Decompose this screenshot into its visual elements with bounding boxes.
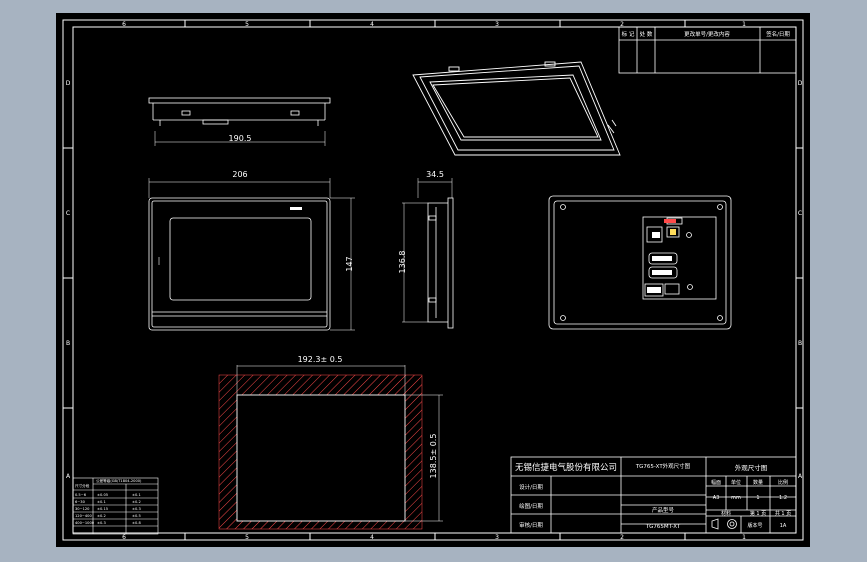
unit-value: mm	[731, 495, 741, 501]
bottom-col-4: 4	[370, 534, 374, 541]
left-row-B: B	[66, 340, 70, 347]
top-col-4: 4	[370, 21, 374, 28]
dim-front-height: 147	[345, 256, 354, 271]
top-col-5: 5	[245, 21, 249, 28]
dim-cut-height: 138.5± 0.5	[429, 434, 438, 479]
dim-cut-width: 192.3± 0.5	[298, 355, 343, 364]
front-logo	[290, 207, 302, 210]
grid-ticks	[63, 20, 803, 540]
tolerance-table	[72, 477, 159, 535]
title-block	[510, 456, 797, 534]
tol-row-3-a: ±0.15	[97, 507, 108, 511]
tol-row-4-b: ±0.5	[132, 514, 141, 518]
tol-row-1-a: ±0.05	[97, 493, 108, 497]
rev-col-sign: 签名/日期	[766, 30, 790, 38]
tol-row-2-range: 6~30	[75, 500, 86, 504]
revision-value: 1A	[780, 523, 787, 529]
top-col-3: 3	[495, 21, 499, 28]
tol-row-5-a: ±0.3	[97, 521, 106, 525]
product-model-label: 产品型号	[652, 506, 675, 514]
bottom-col-1: 1	[742, 534, 746, 541]
part-description: TG765-XT外观尺寸图	[635, 462, 691, 470]
unit-label: 单位	[731, 479, 741, 486]
tol-row-4-a: ±0.2	[97, 514, 106, 518]
tol-row-2-b: ±0.2	[132, 500, 141, 504]
dim-depth: 34.5	[426, 170, 444, 179]
left-row-C: C	[66, 210, 70, 217]
serial-port-2	[652, 270, 672, 275]
revision-label: 版本号	[747, 522, 762, 529]
design-label: 设计/日期	[519, 483, 543, 491]
serial-port-1	[652, 256, 672, 261]
terminal-block	[647, 287, 661, 293]
right-row-A: A	[798, 473, 803, 480]
material-label: 材料	[721, 510, 731, 517]
page-label: 第 1 页	[750, 510, 766, 517]
product-model: TG765MT-XT	[645, 524, 681, 530]
qty-value: 1	[756, 495, 759, 501]
bottom-col-2: 2	[620, 534, 624, 541]
bottom-col-3: 3	[495, 534, 499, 541]
tol-row-1-b: ±0.1	[132, 493, 141, 497]
size-value: A3	[713, 495, 720, 501]
back-view	[548, 195, 732, 330]
company-name: 无锡信捷电气股份有限公司	[515, 462, 617, 473]
revision-table	[618, 26, 797, 74]
outer-border	[62, 19, 804, 541]
top-col-6: 6	[122, 21, 126, 28]
side-view	[402, 178, 454, 329]
scale-value: 1:2	[779, 495, 787, 501]
ethernet-port	[652, 232, 660, 238]
bottom-col-6: 6	[122, 534, 126, 541]
rev-col-count: 处 数	[640, 30, 653, 38]
panel-cutout	[218, 365, 443, 530]
right-row-B: B	[798, 340, 802, 347]
tol-header-range: 尺寸分段	[75, 483, 90, 488]
total-label: 共 1 页	[775, 510, 791, 517]
right-row-C: C	[798, 210, 802, 217]
rev-col-mark: 标 记	[622, 30, 635, 38]
power-indicator	[664, 219, 676, 223]
tol-row-1-range: 0.5~6	[75, 493, 87, 497]
dim-side-height: 136.8	[398, 251, 407, 274]
tol-row-3-range: 30~120	[75, 507, 90, 511]
left-row-D: D	[66, 80, 71, 87]
tol-row-5-range: 400~1000	[75, 521, 95, 525]
left-row-A: A	[66, 473, 71, 480]
dim-front-width: 206	[232, 170, 247, 179]
tol-header-grade: 公差等级(GB/T1804-2000)	[96, 478, 142, 483]
tol-row-2-a: ±0.1	[97, 500, 106, 504]
tol-row-4-range: 120~400	[75, 514, 92, 518]
isometric-view	[412, 61, 621, 156]
draw-label: 绘图/日期	[519, 502, 543, 510]
size-label: 幅面	[711, 479, 721, 486]
scale-label: 比例	[778, 479, 788, 486]
top-col-2: 2	[620, 21, 624, 28]
qty-label: 数量	[753, 479, 763, 486]
front-view	[148, 178, 355, 331]
tol-row-5-b: ±0.8	[132, 521, 141, 525]
bottom-col-5: 5	[245, 534, 249, 541]
right-row-D: D	[798, 80, 803, 87]
top-col-1: 1	[742, 21, 746, 28]
grid-labels: 6 5 4 3 2 1 6 5 4 3 2 1 D C B A D C B A	[66, 21, 803, 541]
check-label: 审核/日期	[519, 521, 543, 529]
tol-row-3-b: ±0.3	[132, 507, 141, 511]
top-view	[148, 97, 331, 146]
usb-port	[670, 229, 676, 235]
drawing-name: 外观尺寸图	[735, 463, 768, 472]
rev-col-change: 更改单号/更改内容	[684, 30, 730, 38]
dim-side-width: 190.5	[229, 134, 252, 143]
